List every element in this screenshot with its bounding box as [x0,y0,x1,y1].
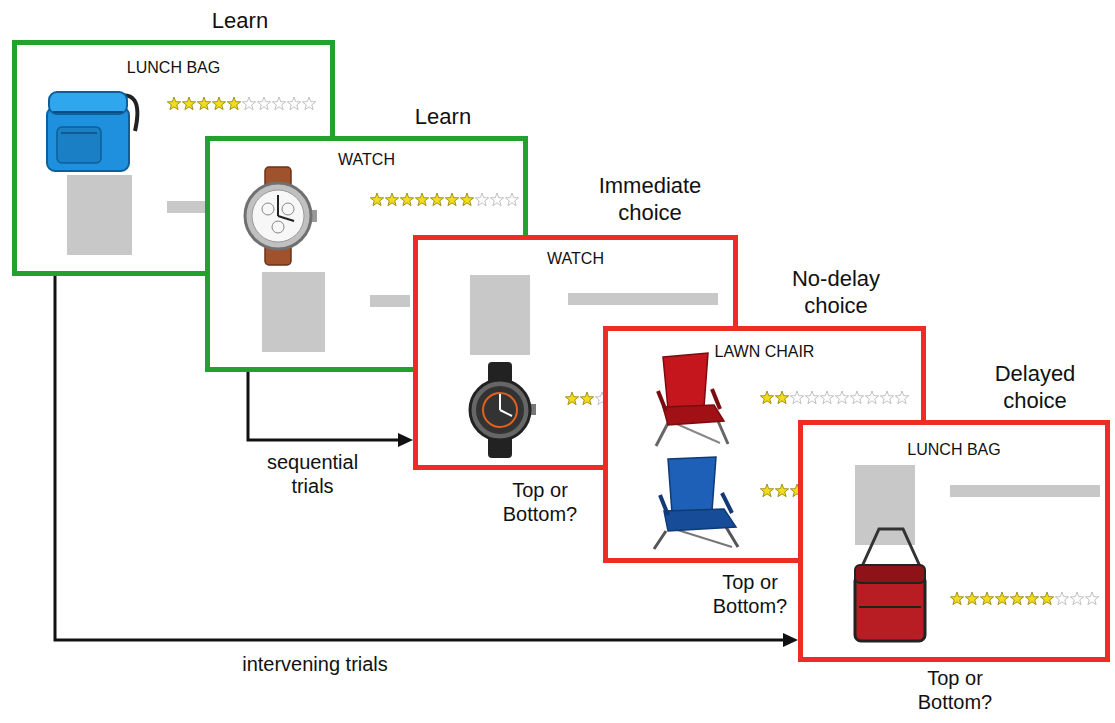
phase-label: Learn [388,103,498,130]
category-label: LUNCH BAG [803,440,1105,460]
choice-prompt: Top or Bottom? [490,478,590,526]
category-label: WATCH [418,249,733,269]
arrow-label: intervening trials [215,652,415,676]
star-rating [950,592,1100,608]
phase-label: Immediate choice [580,172,720,226]
blue-lunch-bag [47,92,137,171]
blue-lawn-chair [654,457,738,549]
star-rating [167,97,317,113]
red-lunch-bag [855,529,925,641]
placeholder-bar [370,295,410,307]
trial-panel: Delayed choiceLUNCH BAGTop or Bottom? [798,420,1110,662]
black-watch [470,362,536,458]
star-rating [760,391,910,407]
brown-watch [245,167,317,265]
lunch-bag-choice-panel-art [803,425,1105,657]
category-label: LUNCH BAG [17,58,330,78]
placeholder-image [262,272,325,352]
placeholder-image [67,175,132,255]
phase-label: Delayed choice [970,360,1100,414]
phase-label: Learn [185,7,295,34]
trial-arrow [248,372,413,447]
placeholder-image [470,275,530,355]
choice-prompt: Top or Bottom? [700,570,800,618]
placeholder-bar [568,293,718,305]
choice-prompt: Top or Bottom? [905,666,1005,714]
arrowhead [783,633,798,647]
connector-line [248,372,399,440]
red-lawn-chair [656,353,728,446]
placeholder-bar [950,485,1100,497]
category-label: LAWN CHAIR [608,342,921,362]
star-rating [370,193,520,209]
arrowhead [398,433,413,447]
arrow-label: sequential trials [250,450,375,498]
phase-label: No-delay choice [766,265,906,319]
category-label: WATCH [210,150,523,170]
